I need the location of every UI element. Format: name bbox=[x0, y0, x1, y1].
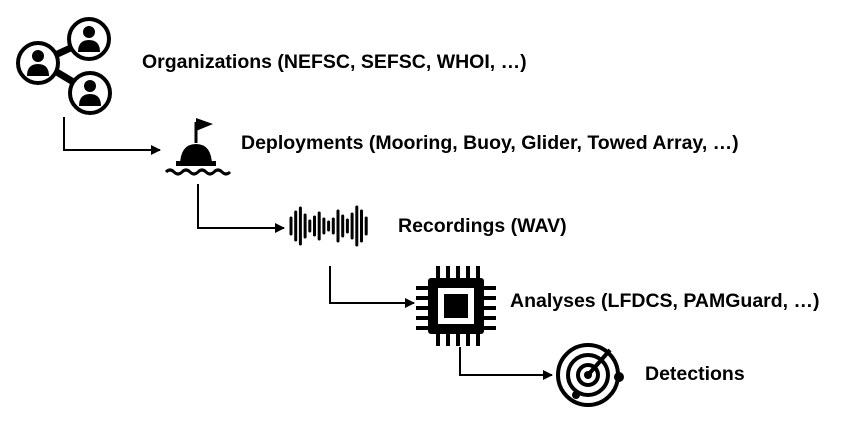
detections-label: Detections bbox=[645, 363, 745, 385]
connector-arrows bbox=[63, 117, 553, 380]
arrow-deployments-to-recordings bbox=[197, 184, 285, 233]
processor-chip-icon bbox=[416, 266, 496, 346]
arrow-recordings-to-analyses bbox=[329, 266, 415, 308]
arrow-organizations-to-deployments bbox=[63, 117, 161, 155]
radar-icon bbox=[556, 343, 624, 407]
deployments-label: Deployments (Mooring, Buoy, Glider, Towe… bbox=[241, 132, 739, 154]
recordings-label: Recordings (WAV) bbox=[398, 215, 567, 237]
waveform-icon bbox=[289, 205, 368, 247]
analyses-label: Analyses (LFDCS, PAMGuard, …) bbox=[510, 290, 820, 312]
buoy-flag-icon bbox=[164, 118, 232, 176]
organizations-label: Organizations (NEFSC, SEFSC, WHOI, …) bbox=[142, 51, 527, 73]
arrow-analyses-to-detections bbox=[459, 347, 553, 380]
organization-network-icon bbox=[16, 17, 112, 115]
